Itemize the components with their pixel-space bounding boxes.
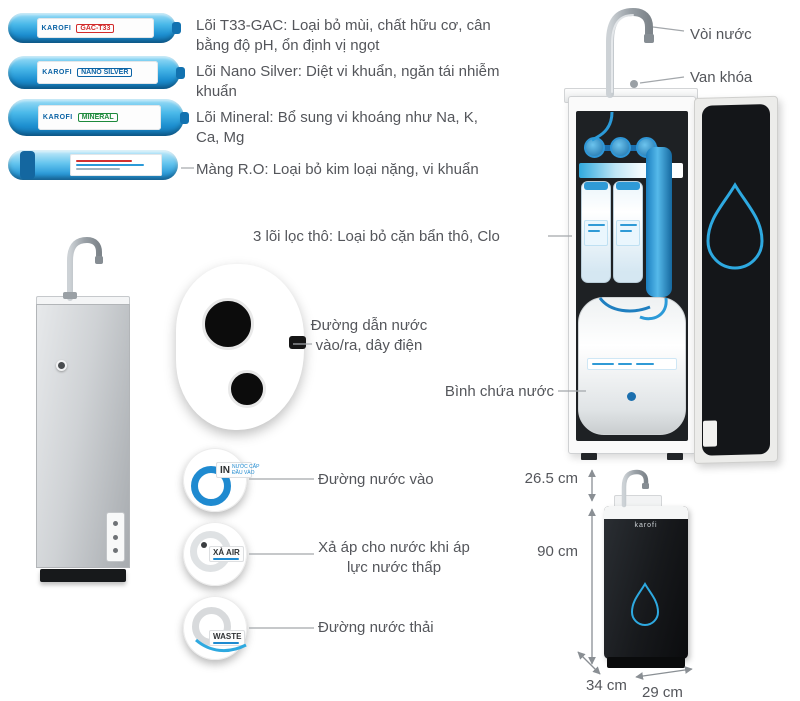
- cabinet-foot: [581, 453, 597, 460]
- water-tank: [578, 297, 686, 435]
- detail-circle-waste: WASTE: [183, 596, 247, 660]
- callout-nano-silver: Lõi Nano Silver: Diệt vi khuẩn, ngăn tái…: [196, 63, 500, 100]
- callout-air-release: Xả áp cho nước khi áp lực nước thấp: [318, 539, 470, 576]
- inlet-sticker: IN NƯỚC CẤP ĐẦU VÀO: [216, 462, 259, 478]
- filter-brand-text: KAROFI: [41, 24, 72, 32]
- tank-label: [587, 358, 677, 370]
- interior-filter-bottle: [581, 181, 611, 283]
- cabinet-base: [40, 569, 126, 582]
- small-unit-body: karofi: [604, 506, 688, 659]
- detail-circle-inlet: IN NƯỚC CẤP ĐẦU VÀO: [183, 448, 259, 512]
- cabinet-foot: [667, 453, 683, 460]
- callout-faucet: Vòi nước: [690, 26, 752, 43]
- waste-sticker-text: WASTE: [213, 632, 242, 641]
- air-sticker-text: XẢ AIR: [213, 548, 240, 557]
- filter-cap-icon: [610, 137, 631, 158]
- callout-water-inlet: Đường nước vào: [318, 471, 434, 488]
- cabinet-port-panel: [106, 512, 125, 562]
- callout-mineral: Lõi Mineral: Bổ sung vi khoáng như Na, K…: [196, 109, 478, 146]
- filter-cap-icon: [584, 137, 605, 158]
- filter-nub: [172, 22, 181, 34]
- cable-hole-small: [228, 370, 266, 408]
- waste-sticker: WASTE: [209, 630, 246, 646]
- filter-label: KAROFI GAC-T33: [36, 17, 155, 39]
- cabinet-door: [694, 95, 778, 464]
- shutoff-valve-icon: [630, 80, 638, 88]
- callout-coarse-filters: 3 lõi lọc thô: Loại bỏ cặn bẩn thô, Clo: [253, 228, 500, 245]
- filter-nub: [180, 111, 189, 124]
- filter-cartridge-t33: KAROFI GAC-T33: [8, 13, 181, 43]
- filter-ro-membrane: [8, 150, 178, 180]
- filter-badge-t33: GAC-T33: [76, 23, 115, 33]
- filter-badge-mineral: MINERAL: [77, 113, 118, 122]
- dimension-width: 29 cm: [642, 684, 683, 701]
- callout-ro-membrane: Màng R.O: Loại bỏ kim loại nặng, vi khuẩ…: [196, 161, 479, 178]
- filter-badge-nano: NANO SILVER: [77, 68, 133, 77]
- air-sticker: XẢ AIR: [209, 546, 244, 562]
- filter-label: KAROFI MINERAL: [37, 104, 162, 131]
- filter-brand-text: KAROFI: [42, 69, 73, 76]
- tank-valve-dot: [627, 392, 636, 401]
- faucet-left-unit: [63, 236, 103, 301]
- side-slot: [289, 336, 306, 349]
- dimension-top-height: 26.5 cm: [524, 470, 578, 487]
- inlet-sticker-text: IN: [220, 464, 230, 476]
- callout-ports-panel: Đường dẫn nước vào/ra, dây điện: [310, 317, 428, 354]
- interior-ro-housing: [646, 147, 672, 297]
- small-unit-top-band: [604, 506, 688, 519]
- purifier-open-cabinet: [568, 96, 696, 460]
- callout-waste-line: Đường nước thải: [318, 619, 434, 636]
- callout-tank: Bình chứa nước: [444, 383, 554, 400]
- filter-label: KAROFI NANO SILVER: [37, 61, 158, 84]
- ro-membrane-label: [70, 154, 162, 176]
- cabinet-small-hole: [56, 360, 67, 371]
- door-sticker: [703, 420, 717, 447]
- filter-nub: [176, 66, 185, 79]
- detail-circle-air: XẢ AIR: [183, 522, 247, 586]
- inlet-sticker-sub1: NƯỚC CẤP: [232, 464, 260, 470]
- callout-valve: Van khóa: [690, 69, 753, 86]
- filter-cartridge-nano: KAROFI NANO SILVER: [8, 56, 185, 89]
- filter-brand-text: KAROFI: [42, 114, 73, 121]
- cable-hole-large: [202, 298, 254, 350]
- back-panel-detail: [176, 264, 306, 430]
- inlet-sticker-sub2: ĐẦU VÀO: [232, 470, 255, 476]
- callout-t33: Lõi T33-GAC: Loại bỏ mùi, chất hữu cơ, c…: [196, 17, 491, 54]
- purifier-closed-cabinet: [36, 296, 130, 582]
- dimension-body-height: 90 cm: [537, 543, 578, 560]
- small-unit-base: [607, 657, 685, 668]
- faucet-open-unit: [606, 7, 654, 98]
- cabinet-interior: [576, 111, 688, 441]
- filter-cartridge-mineral: KAROFI MINERAL: [8, 99, 189, 136]
- brand-logo: karofi: [634, 522, 658, 529]
- dimension-depth: 34 cm: [586, 677, 627, 694]
- ro-membrane-band: [20, 151, 35, 179]
- door-inner-panel: [702, 104, 770, 456]
- interior-filter-bottle: [613, 181, 643, 283]
